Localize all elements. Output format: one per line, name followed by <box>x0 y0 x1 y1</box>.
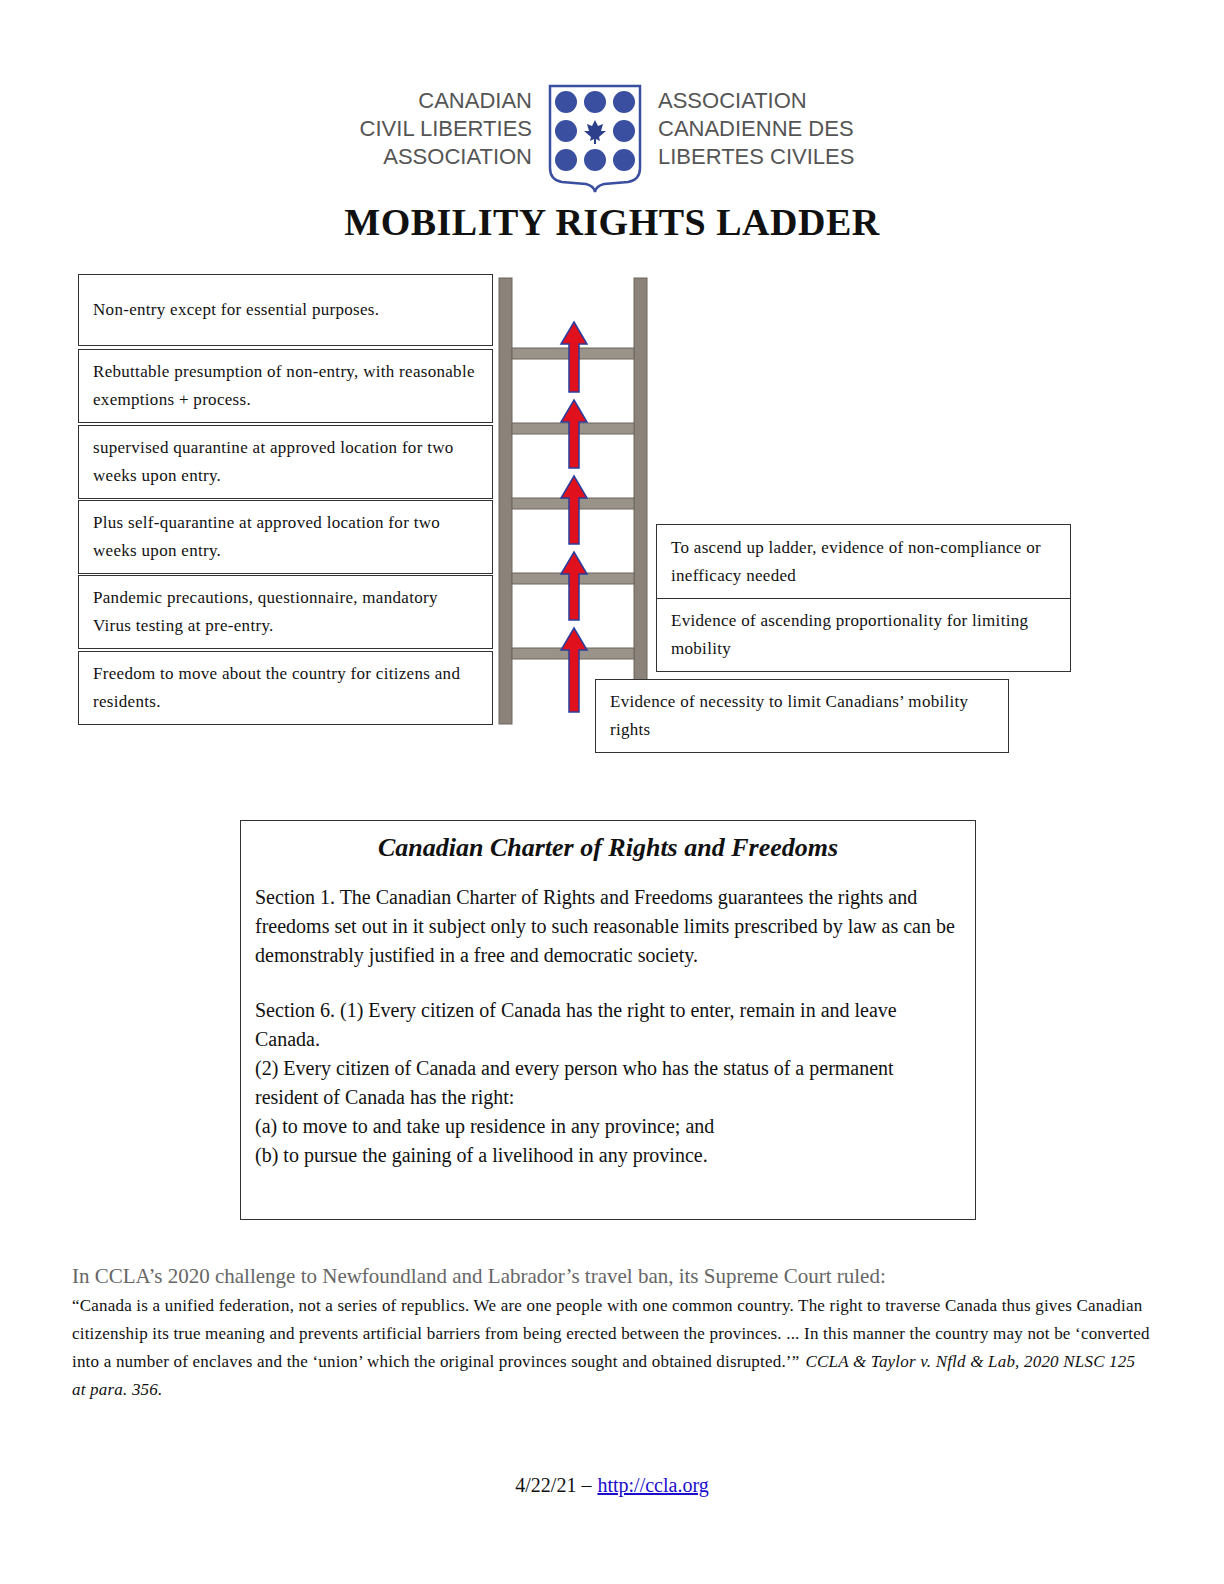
logo-text: ASSOCIATION <box>658 88 898 114</box>
box-text: Plus self-quarantine at approved locatio… <box>93 509 478 565</box>
date-text: 4/22/21 – <box>515 1474 591 1496</box>
ascend-arrows <box>561 322 587 712</box>
ladder <box>499 278 647 724</box>
charter-box: Canadian Charter of Rights and FreedomsS… <box>240 820 976 1220</box>
page-title: MOBILITY RIGHTS LADDER <box>0 200 1224 244</box>
logo-text: LIBERTES CIVILES <box>658 144 898 170</box>
quote-paragraph: “Canada is a unified federation, not a s… <box>72 1292 1152 1404</box>
logo-text: CIVIL LIBERTIES <box>330 116 532 142</box>
logo-text: ASSOCIATION <box>330 144 532 170</box>
box-text: Non-entry except for essential purposes. <box>93 296 478 324</box>
box-text: Evidence of ascending proportionality fo… <box>671 607 1056 663</box>
url-link: http://ccla.org <box>597 1474 708 1496</box>
box-text: Freedom to move about the country for ci… <box>93 660 478 716</box>
logo-text: CANADIENNE DES <box>658 116 898 142</box>
intro-text: In CCLA’s 2020 challenge to Newfoundland… <box>72 1262 1172 1290</box>
logo-text: CANADIAN <box>330 88 532 114</box>
box-text: Rebuttable presumption of non-entry, wit… <box>93 358 478 414</box>
evidence-box: Evidence of necessity to limit Canadians… <box>595 679 1009 753</box>
box-text: Evidence of necessity to limit Canadians… <box>610 688 994 744</box>
box-text: Pandemic precautions, questionnaire, man… <box>93 584 478 640</box>
ladder-step-box: Pandemic precautions, questionnaire, man… <box>78 575 493 649</box>
box-heading: Canadian Charter of Rights and Freedoms <box>255 831 961 865</box>
charter-section-text: (2) Every citizen of Canada and every pe… <box>255 1054 961 1112</box>
charter-section-text: Section 6. (1) Every citizen of Canada h… <box>255 996 961 1054</box>
footer: 4/22/21 – http://ccla.org <box>0 1472 1224 1498</box>
ladder-step-box: Plus self-quarantine at approved locatio… <box>78 500 493 574</box>
ladder-step-box: Rebuttable presumption of non-entry, wit… <box>78 349 493 423</box>
logo-shield <box>550 86 640 192</box>
evidence-box: Evidence of ascending proportionality fo… <box>656 598 1071 672</box>
charter-section-text: (a) to move to and take up residence in … <box>255 1112 961 1141</box>
charter-section-text: Section 1. The Canadian Charter of Right… <box>255 883 961 970</box>
ladder-step-box: Freedom to move about the country for ci… <box>78 651 493 725</box>
charter-section-text: (b) to pursue the gaining of a livelihoo… <box>255 1141 961 1170</box>
box-text: supervised quarantine at approved locati… <box>93 434 478 490</box>
evidence-box: To ascend up ladder, evidence of non-com… <box>656 524 1071 599</box>
box-text: To ascend up ladder, evidence of non-com… <box>671 534 1056 590</box>
ladder-step-box: Non-entry except for essential purposes. <box>78 274 493 346</box>
ladder-step-box: supervised quarantine at approved locati… <box>78 425 493 499</box>
